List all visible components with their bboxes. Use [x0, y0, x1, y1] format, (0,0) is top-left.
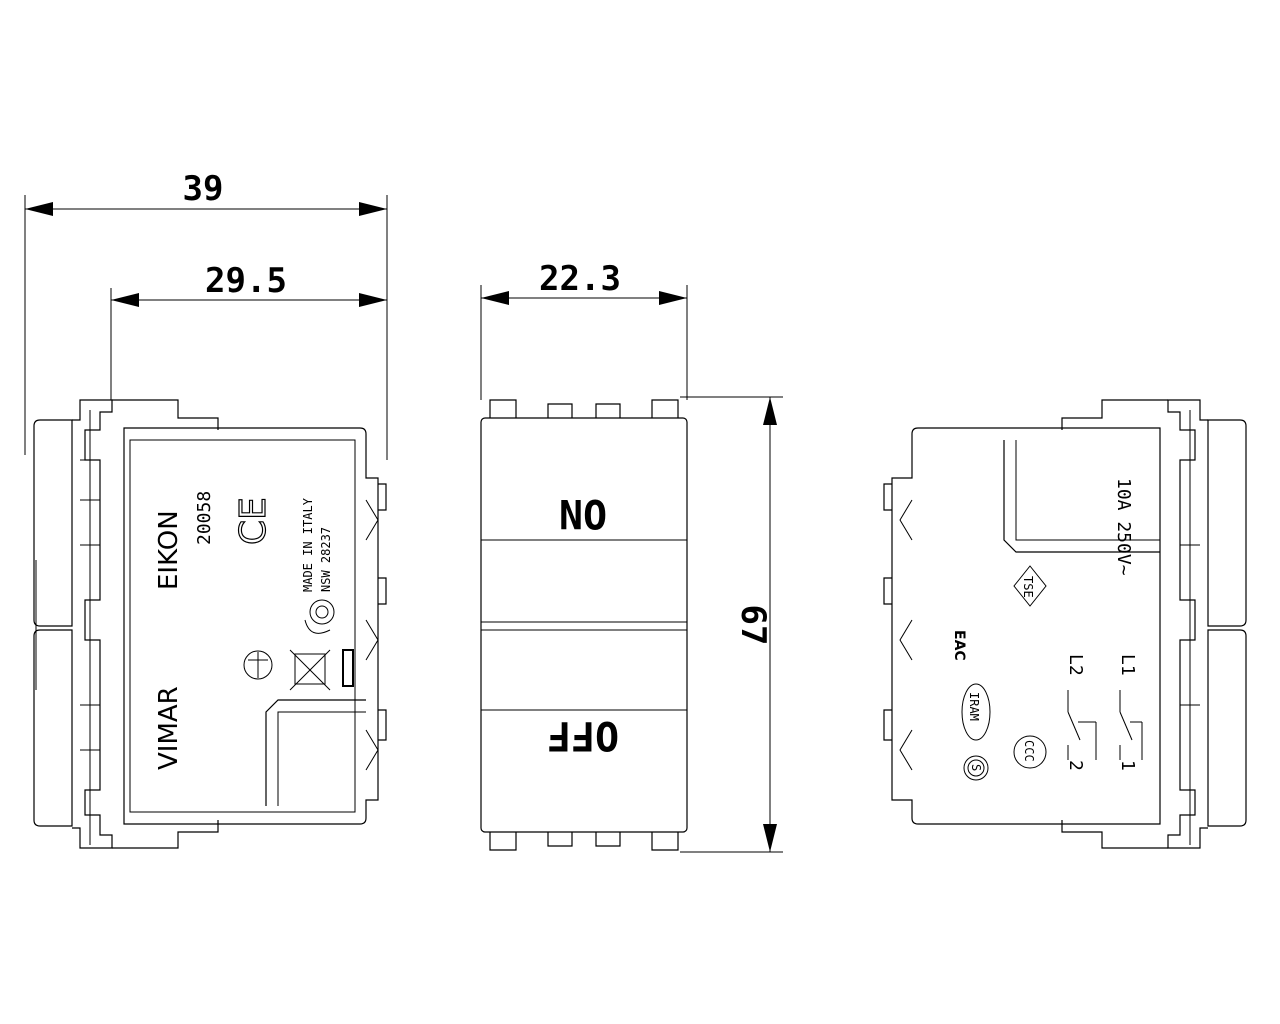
ccc-mark-icon: CCC	[1013, 735, 1047, 769]
body-depth-label: 29.5	[205, 261, 287, 301]
terminal-1: 1	[1117, 760, 1138, 771]
iram-mark-icon: IRAM	[961, 683, 991, 741]
article-code: 20058	[194, 491, 215, 545]
made-in-italy: MADE IN ITALY	[301, 497, 315, 592]
svg-text:TSE: TSE	[1021, 576, 1035, 598]
height-label: 67	[733, 605, 773, 646]
imq-logo-icon	[304, 599, 335, 634]
tse-mark-icon: TSE	[1013, 565, 1047, 607]
weee-bin-icon	[289, 649, 354, 691]
front-width-label: 22.3	[539, 259, 621, 299]
series-eikon: EIKON	[154, 510, 184, 590]
terminal-l1: L1	[1117, 654, 1138, 676]
left-side-view: VIMAR EIKON 20058 CE MADE IN ITALY NSW 2…	[33, 399, 387, 849]
svg-text:IRAM: IRAM	[967, 692, 981, 721]
s-mark-icon: S	[963, 755, 989, 781]
right-side-view: 10A 250V~ TSE EAC IRAM S CCC L1 L2 1 2	[883, 399, 1247, 849]
svg-text:CCC: CCC	[1022, 740, 1036, 762]
rating-label: 10A 250V~	[1113, 478, 1134, 576]
svg-text:S: S	[969, 764, 983, 771]
eac-mark: EAC	[951, 630, 967, 661]
front-view: ON OFF	[480, 399, 688, 851]
dimension-front-width: 22.3	[480, 259, 688, 400]
brand-vimar: VIMAR	[154, 686, 184, 770]
off-label: OFF	[547, 712, 619, 758]
terminal-2: 2	[1065, 760, 1086, 771]
earth-symbol-icon	[243, 650, 273, 680]
dimension-overall-depth: 39	[24, 169, 388, 460]
terminal-l2: L2	[1065, 654, 1086, 676]
approval-code: NSW 28237	[319, 527, 333, 592]
dimension-body-depth: 29.5	[110, 261, 387, 400]
on-label: ON	[559, 490, 607, 536]
switch-diagram: L1 L2 1 2	[1065, 654, 1143, 771]
dimension-height: 67	[680, 396, 783, 853]
ce-mark: CE	[233, 497, 274, 545]
overall-depth-label: 39	[183, 169, 224, 209]
